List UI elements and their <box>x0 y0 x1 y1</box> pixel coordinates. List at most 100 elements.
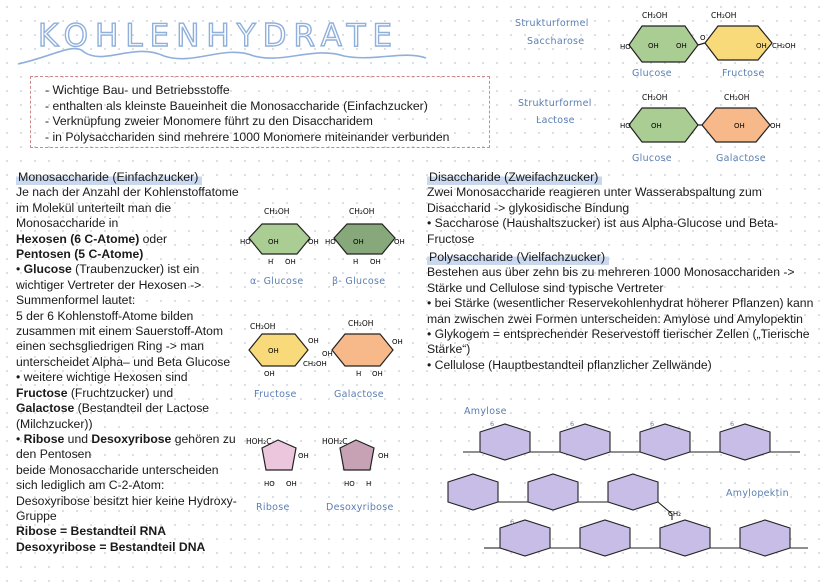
glucose-unit <box>447 473 499 511</box>
chem-ch2oh: CH₂OH <box>250 322 275 331</box>
chem-oh: OH <box>651 122 662 130</box>
chem-oh: OH <box>286 480 297 488</box>
chem-oh: OH <box>676 42 687 50</box>
glucose-ring <box>628 25 699 63</box>
chem-ho: HO <box>264 480 275 488</box>
glucose-ring <box>628 107 699 143</box>
label-alpha-glucose: α- Glucose <box>250 276 304 287</box>
chem-oh: OH <box>770 122 781 130</box>
galactose-text: (Bestandteil der Lactose (Milchzucker)) <box>16 401 210 431</box>
glucose-unit <box>559 423 611 461</box>
ring <box>331 333 394 367</box>
summary-bullet: - in Polysacchariden sind mehrere 1000 M… <box>45 129 450 144</box>
page-title: KOHLENHYDRATE <box>37 17 400 54</box>
pentosen-term: Pentosen (5 C-Atome) <box>16 247 144 262</box>
und-text: und <box>64 431 92 446</box>
chem-ho: HO <box>344 480 355 488</box>
chem-oh: OH <box>372 370 383 378</box>
chem-ch2oh: CH₂OH <box>642 11 667 20</box>
fructose-text: (Fruchtzucker) und <box>67 385 174 400</box>
label-desoxyribose: Desoxyribose <box>326 502 394 513</box>
chem-oh: OH <box>392 338 403 346</box>
glucose-unit <box>659 519 711 557</box>
glucose-unit <box>579 519 631 557</box>
label-strukturformel-2: Strukturformel <box>518 98 592 109</box>
amylose-chain <box>463 423 800 461</box>
bond <box>657 501 673 520</box>
ring <box>248 223 311 255</box>
chem-hoh2c: HOH₂C <box>322 437 347 446</box>
chem-ch2oh: CH₂OH <box>264 207 289 216</box>
chem-oh: OH <box>264 370 275 378</box>
label-saccharose: Saccharose <box>527 36 585 47</box>
amylopektin-chain <box>447 473 808 557</box>
chem-oh: OH <box>648 42 659 50</box>
ring <box>248 333 309 367</box>
chem-oh: OH <box>285 258 296 266</box>
label-fructose-top: Fructose <box>722 68 765 79</box>
label-lactose: Lactose <box>536 115 575 126</box>
saccharose-molecule: CH₂OH CH₂OH HO OH OH OH CH₂OH O <box>620 11 796 63</box>
label-ribose: Ribose <box>256 502 290 513</box>
glucose-unit <box>499 519 551 557</box>
glucose-unit <box>719 423 771 461</box>
chem-six: 6 <box>650 420 654 428</box>
bond <box>697 42 706 46</box>
ribose-molecule: HOH₂C OH HO OH <box>246 437 309 488</box>
chem-oh: OH <box>734 122 745 130</box>
chem-ch2oh: CH₂OH <box>772 42 796 50</box>
chem-oh: OH <box>353 238 364 246</box>
galactose-term: Galactose <box>16 401 75 416</box>
label-glucose-top: Glucose <box>632 68 672 79</box>
desoxy-dna: Desoxyribose = Bestandteil DNA <box>16 539 206 554</box>
label-fructose: Fructose <box>254 389 297 400</box>
chem-six: 6 <box>510 518 514 526</box>
summary-box: - Wichtige Bau- und Betriebsstoffe - ent… <box>30 76 490 148</box>
chem-ho: HO <box>325 238 336 246</box>
beta-glucose-molecule: CH₂OH HO OH OH H OH <box>325 207 405 266</box>
fructose-term: Fructose <box>16 385 68 400</box>
poly-text: Bestehen aus über zehn bis zu mehreren 1… <box>427 265 795 295</box>
fructose-molecule: CH₂OH OH OH OH CH₂OH <box>248 322 327 378</box>
chem-oh: OH <box>370 258 381 266</box>
desoxyribose-term: Desoxyribose <box>91 431 172 446</box>
desoxyribose-molecule: HOH₂C OH HO H <box>322 437 389 488</box>
chem-six: 6 <box>490 420 494 428</box>
oder-text: oder <box>139 231 168 246</box>
label-amylopektin: Amylopektin <box>726 488 789 499</box>
chem-ch2oh: CH₂OH <box>348 319 373 328</box>
glucose-term: Glucose <box>23 262 72 277</box>
chem-oh: OH <box>308 337 319 345</box>
hexosen-term: Hexosen (6 C-Atome) <box>16 231 140 246</box>
bullet-mark: • <box>16 431 24 446</box>
mono-section: Monosaccharide (Einfachzucker) Je nach d… <box>16 170 241 555</box>
chem-ch2oh: CH₂OH <box>724 93 749 102</box>
chem-o: O <box>700 34 706 42</box>
chem-ch2oh: CH₂OH <box>642 93 667 102</box>
glucose-unit <box>479 423 531 461</box>
alpha-glucose-molecule: CH₂OH HO OH OH H OH <box>240 207 319 266</box>
di-text: Zwei Monosaccharide reagieren unter Wass… <box>427 185 762 215</box>
summary-bullet: - enthalten als kleinste Baueinheit die … <box>45 98 428 113</box>
chem-oh: OH <box>378 452 389 460</box>
bullet-mark: • <box>16 262 24 277</box>
glucose-unit <box>639 423 691 461</box>
unterscheiden-text: beide Monosaccharide unterscheiden sich … <box>16 462 237 523</box>
summary-bullet: - Verknüpfung zweier Monomere führt zu d… <box>45 114 373 128</box>
glucose-unit <box>607 473 659 511</box>
saccharose-text: • Saccharose (Haushaltszucker) ist aus A… <box>427 216 779 246</box>
chem-oh: OH <box>322 350 333 358</box>
cellulose-text: • Cellulose (Hauptbestandteil pflanzlich… <box>427 357 712 372</box>
summary-bullet: - Wichtige Bau- und Betriebsstoffe <box>45 83 230 97</box>
label-strukturformel-1: Strukturformel <box>515 18 589 29</box>
glucose-text: (Traubenzucker) ist ein wichtiger Vertre… <box>16 262 202 308</box>
ribose-term: Ribose <box>23 431 65 446</box>
chem-oh: OH <box>394 238 405 246</box>
title-underline <box>17 47 427 65</box>
label-amylose: Amylose <box>464 406 507 417</box>
chem-oh: OH <box>756 42 767 50</box>
chem-ch2oh: CH₂OH <box>303 360 327 368</box>
mono-intro: Je nach der Anzahl der Kohlenstoffatome … <box>16 185 239 231</box>
chem-oh: OH <box>308 238 319 246</box>
